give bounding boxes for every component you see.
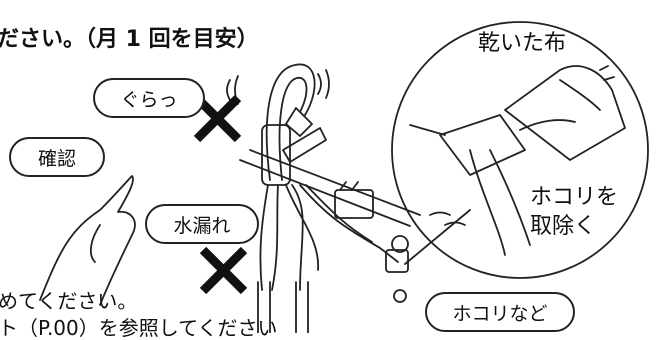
hose <box>271 184 279 291</box>
faucet-spout-outer <box>265 63 316 181</box>
faucet-maintenance-illustration <box>39 21 649 333</box>
hose <box>259 184 269 291</box>
label-mizumore: 水漏れ <box>145 204 259 244</box>
valve-box <box>334 189 374 219</box>
label-hokori-wo: ホコリを <box>530 185 619 210</box>
shake-mark <box>325 69 330 99</box>
faucet-body <box>261 124 291 186</box>
faucet-head <box>285 107 313 137</box>
label-kawaita-nuno: 乾いた布 <box>478 31 567 56</box>
dust-bit <box>393 289 407 303</box>
footer-line-2: ト（P.00）を参照してください <box>0 316 278 340</box>
heading-fragment: ださい。（月 1 回を目安） <box>0 27 259 52</box>
magnifier-pointer <box>404 209 471 265</box>
counter-edge-line-2 <box>239 159 411 227</box>
motion-marks-2 <box>429 211 466 226</box>
dust-puff <box>391 235 409 253</box>
hose <box>285 184 319 271</box>
cord <box>409 124 446 136</box>
pipe-right <box>295 281 309 333</box>
shake-mark <box>226 79 231 101</box>
cloth <box>504 65 626 161</box>
hose <box>299 184 399 263</box>
motion-marks <box>599 65 615 81</box>
label-jyokyo: 取除く <box>530 214 597 239</box>
pipe-left <box>257 281 271 333</box>
shake-mark <box>234 75 239 105</box>
pointing-hand <box>39 175 136 306</box>
hand-lower <box>469 149 506 256</box>
faucet-spout-inner <box>278 77 308 181</box>
counter-edge-line <box>249 149 421 216</box>
label-guratsu: ぐらっ <box>93 78 205 118</box>
label-hokori-nado: ホコリなど <box>425 292 575 332</box>
magnifier-circle <box>391 21 649 279</box>
shake-mark <box>317 73 322 95</box>
footer-line-1: めてください。 <box>0 289 138 313</box>
outlet-plug <box>439 114 526 176</box>
hose <box>291 184 304 291</box>
faucet-handle <box>282 127 327 163</box>
label-kakunin: 確認 <box>9 137 105 177</box>
